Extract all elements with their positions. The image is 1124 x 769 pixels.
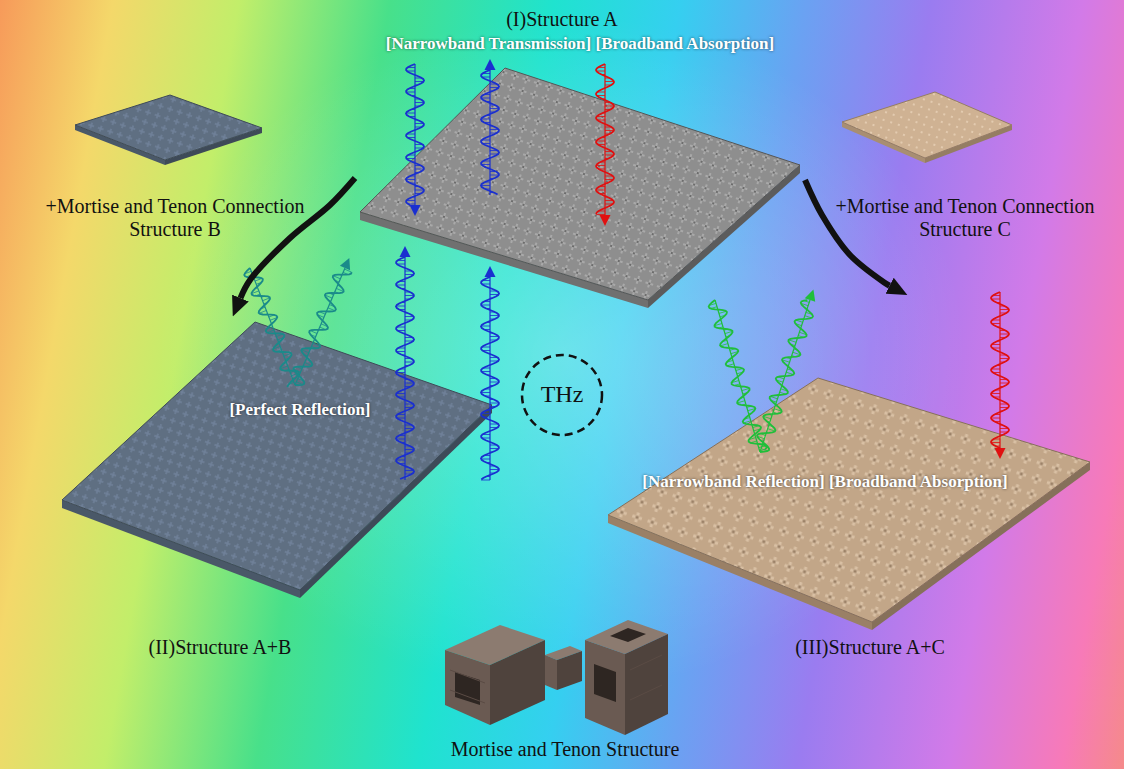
- wood-slot: [455, 672, 480, 705]
- wave-curve: [481, 277, 499, 480]
- wave-curve: [406, 64, 424, 205]
- wood-face: [585, 620, 668, 654]
- wood-face: [625, 634, 668, 735]
- wave-arrowhead: [410, 205, 421, 216]
- wave-arrowhead: [805, 290, 815, 302]
- band-label: THz: [520, 381, 604, 409]
- wood-tenon: [545, 646, 582, 660]
- mortise-tenon-picture: [445, 620, 668, 735]
- wave-axis: [999, 292, 1000, 448]
- structure-title: (I)Structure A: [412, 8, 712, 31]
- structure-label: +Mortise and Tenon Connection Structure …: [25, 195, 325, 241]
- wave-curve: [596, 64, 614, 214]
- function-tags: [Narrowband Transmission] [Broadband Abs…: [355, 34, 805, 54]
- wave-axis: [489, 277, 490, 480]
- wave-hatch: [294, 269, 352, 385]
- wave-signal: [244, 268, 299, 387]
- wave-curve: [991, 292, 1009, 448]
- wood-tenon: [557, 651, 582, 690]
- wave-curve: [757, 300, 813, 452]
- wood-face: [445, 650, 490, 725]
- wave-signal: [596, 64, 614, 226]
- wave-axis: [250, 268, 295, 385]
- structure-title: (III)Structure A+C: [750, 636, 990, 659]
- structure-panel: +Mortise and Tenon Connection Structure …: [15, 85, 345, 245]
- wave-signal: [481, 59, 499, 195]
- wave-axis: [414, 64, 415, 205]
- wave-axis: [404, 257, 405, 480]
- function-tag: [Perfect Reflection]: [180, 400, 420, 420]
- wave-arrowhead: [340, 258, 350, 270]
- wood-hole: [594, 664, 616, 702]
- wave-axis: [489, 70, 490, 195]
- wave-arrowhead: [485, 59, 496, 70]
- wood-grain: [450, 655, 662, 703]
- wave-hatch: [406, 64, 424, 204]
- plate-top: [62, 322, 492, 590]
- wave-hatch: [596, 64, 614, 215]
- plate-top: [608, 378, 1090, 622]
- structure-title: (II)Structure A+B: [100, 636, 340, 659]
- wave-hatch: [757, 301, 812, 452]
- wave-hatch: [396, 257, 414, 478]
- wood-face: [585, 640, 625, 735]
- wave-signal: [481, 266, 499, 480]
- wood-face: [490, 640, 545, 725]
- structure-panel: +Mortise and Tenon Connection Structure …: [815, 85, 1115, 245]
- picture-caption-box: Mortise and Tenon Structure: [430, 605, 700, 765]
- plate-side: [75, 125, 165, 165]
- wave-curve: [481, 70, 499, 195]
- plate-top: [842, 92, 1012, 158]
- wave-signal: [757, 290, 815, 452]
- plate-side: [360, 212, 648, 308]
- plate-side: [300, 405, 492, 598]
- structure-plate: [55, 314, 500, 664]
- wave-signal: [709, 300, 767, 452]
- wave-hatch: [481, 277, 499, 480]
- plate-top: [360, 68, 800, 300]
- function-tags: [Narrowband Reflection] [Broadband Absor…: [595, 472, 1055, 492]
- wave-axis: [715, 300, 760, 452]
- wave-curve: [709, 300, 767, 449]
- wave-axis: [604, 64, 605, 215]
- wood-hole: [610, 628, 646, 642]
- plate-side: [648, 165, 800, 308]
- wave-hatch: [245, 268, 299, 384]
- structure-label: +Mortise and Tenon Connection Structure …: [818, 195, 1113, 241]
- wave-signal: [294, 258, 352, 385]
- plate-side: [925, 125, 1012, 163]
- wave-arrowhead: [995, 448, 1006, 459]
- wave-curve: [294, 272, 352, 385]
- wave-signal: [991, 292, 1009, 459]
- plate-side: [165, 128, 262, 165]
- wave-signal: [406, 64, 424, 216]
- wave-hatch: [991, 292, 1009, 446]
- wave-signal: [396, 246, 414, 480]
- structure-panel: (I)Structure A [Narrowband Transmission] …: [355, 5, 805, 311]
- wave-arrowhead: [400, 246, 411, 257]
- wood-tenon: [545, 655, 557, 690]
- structure-panel: [Perfect Reflection] (II)Structure A+B: [55, 314, 500, 664]
- wave-curve: [396, 257, 414, 479]
- wood-face: [445, 625, 545, 665]
- band-circle: THz: [520, 353, 604, 437]
- plate-side: [842, 122, 925, 163]
- wave-axis: [760, 300, 810, 452]
- edge-group: [240, 178, 889, 298]
- picture-caption: Mortise and Tenon Structure: [430, 738, 700, 761]
- wave-arrowhead: [600, 215, 611, 226]
- structure-panel: [Narrowband Reflection] [Broadband Absor…: [600, 295, 1100, 665]
- wave-hatch: [709, 300, 766, 451]
- plate-side: [608, 515, 872, 630]
- wave-axis: [295, 268, 345, 385]
- plate-side: [62, 500, 300, 598]
- wave-hatch: [481, 70, 499, 193]
- plate-top: [75, 95, 262, 160]
- wave-arrowhead: [485, 266, 496, 277]
- wave-curve: [244, 268, 299, 387]
